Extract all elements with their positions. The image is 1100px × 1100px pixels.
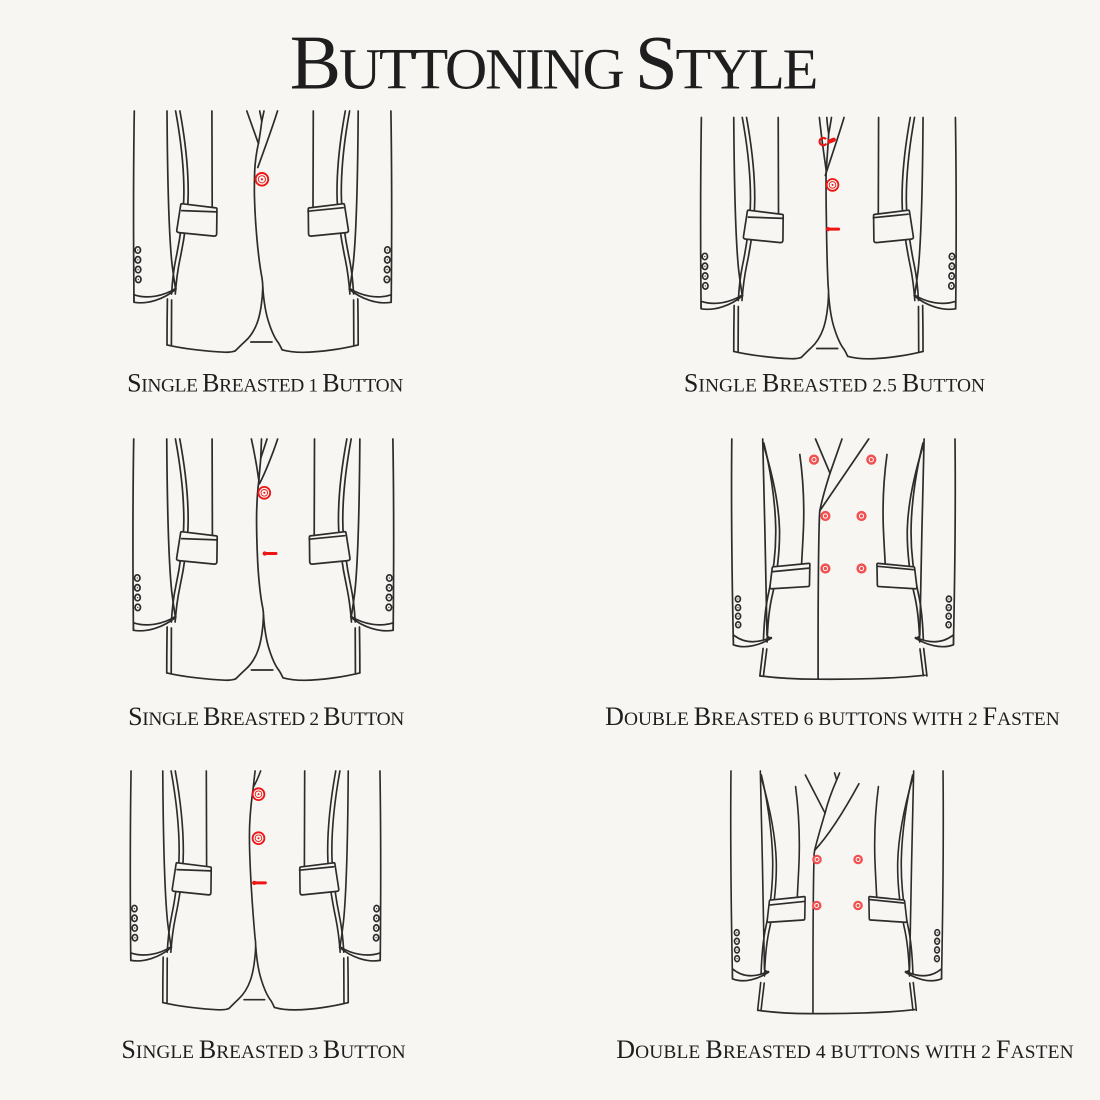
svg-text:SINGLE BREASTED 3 BUTTON: SINGLE BREASTED 3 BUTTON (121, 1035, 405, 1064)
svg-text:DOUBLE BREASTED 6 BUTTONS WITH: DOUBLE BREASTED 6 BUTTONS WITH 2 FASTEN (605, 702, 1060, 731)
svg-text:BUTTONING STYLE: BUTTONING STYLE (290, 20, 816, 106)
svg-text:SINGLE BREASTED 2 BUTTON: SINGLE BREASTED 2 BUTTON (128, 702, 404, 731)
svg-text:SINGLE BREASTED 1 BUTTON: SINGLE BREASTED 1 BUTTON (127, 369, 403, 398)
svg-text:SINGLE BREASTED 2.5 BUTTON: SINGLE BREASTED 2.5 BUTTON (684, 369, 985, 398)
svg-text:DOUBLE BREASTED 4 BUTTONS WITH: DOUBLE BREASTED 4 BUTTONS WITH 2 FASTEN (616, 1035, 1073, 1064)
